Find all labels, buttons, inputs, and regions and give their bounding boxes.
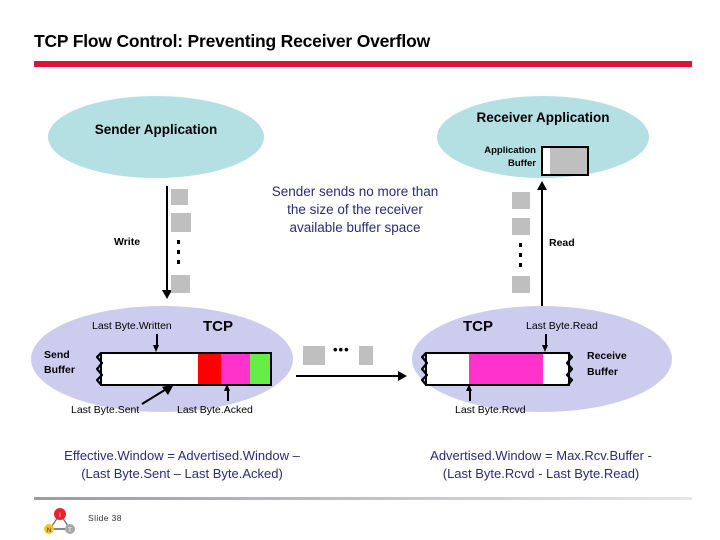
send-buffer-segment-unsent [197, 354, 222, 384]
send-buffer-segment-free [102, 354, 198, 384]
network-logo-icon: I N T [44, 508, 75, 534]
sender-tcp-label: TCP [203, 318, 233, 335]
last-byte-rcvd-pointer-head [466, 384, 472, 391]
network-packet-2 [359, 346, 373, 365]
app-buffer-segment-filled [550, 148, 587, 174]
svg-text:T: T [68, 528, 72, 534]
sender-packet-dot-3 [177, 260, 180, 264]
sender-application-label: Sender Application [94, 122, 218, 137]
receiver-packet-1 [512, 192, 530, 209]
last-byte-written-pointer-head [153, 345, 159, 352]
receive-buffer-zigzag-right-edge [566, 352, 573, 386]
send-buffer-label-line2: Buffer [44, 364, 75, 376]
receiver-application-label: Receiver Application [476, 110, 610, 125]
receiver-packet-3 [512, 276, 530, 293]
last-byte-rcvd-label: Last Byte.Rcvd [455, 404, 526, 416]
center-note-line-3: available buffer space [289, 220, 421, 236]
sender-packet-dot-2 [177, 250, 180, 254]
last-byte-acked-pointer-shaft [227, 389, 229, 401]
read-arrow-shaft [541, 188, 543, 306]
last-byte-read-pointer-head [542, 345, 548, 352]
slide-number: Slide 38 [88, 513, 122, 523]
write-arrow-head [162, 290, 172, 299]
send-buffer-zigzag-edge [96, 352, 103, 386]
receiver-tcp-label: TCP [463, 318, 493, 335]
receiver-packet-dot-1 [519, 243, 522, 247]
last-byte-acked-pointer-head [224, 384, 230, 391]
network-packet-1 [303, 346, 325, 365]
network-link-arrow-head [398, 371, 407, 381]
receive-buffer-segment-buffered [469, 354, 543, 384]
application-buffer-label-line2: Buffer [508, 158, 536, 169]
center-note: Sender sends no more than the size of th… [215, 183, 495, 238]
receive-buffer-label-line2: Buffer [587, 366, 618, 378]
svg-text:I: I [59, 513, 61, 519]
last-byte-sent-label: Last Byte.Sent [71, 404, 140, 416]
sender-packet-2 [171, 213, 191, 232]
center-note-line-2: the size of the receiver [287, 202, 423, 218]
center-note-line-1: Sender sends no more than [271, 184, 439, 199]
footer-divider [34, 497, 692, 500]
read-arrow-head [537, 181, 547, 190]
network-ellipsis: ••• [333, 342, 350, 357]
svg-text:N: N [47, 528, 51, 534]
sender-application-ellipse [48, 96, 264, 178]
receive-buffer-label-line1: Receive [587, 350, 627, 362]
send-buffer [100, 352, 272, 386]
sender-packet-1 [171, 189, 188, 205]
write-label: Write [114, 236, 141, 248]
receiver-packet-2 [512, 218, 530, 235]
receive-buffer-zigzag-left-edge [421, 352, 428, 386]
last-byte-acked-label: Last Byte.Acked [177, 404, 253, 416]
advertised-window-formula: Advertised.Window = Max.Rcv.Buffer - (La… [368, 447, 714, 482]
application-buffer-label-line1: Application [484, 145, 536, 156]
application-buffer-box [541, 146, 589, 176]
send-buffer-segment-acked [249, 354, 270, 384]
read-label: Read [549, 237, 575, 249]
last-byte-rcvd-pointer-shaft [469, 389, 471, 401]
send-buffer-label-line1: Send [44, 349, 70, 361]
receiver-packet-dot-3 [519, 263, 522, 267]
effective-window-formula-line-2: (Last Byte.Sent – Last Byte.Acked) [81, 465, 283, 481]
receive-buffer [425, 352, 570, 386]
last-byte-read-label: Last Byte.Read [526, 320, 598, 332]
write-arrow-shaft [166, 186, 168, 294]
last-byte-read-pointer-shaft [545, 334, 547, 348]
advertised-window-formula-line-1: Advertised.Window = Max.Rcv.Buffer - [430, 448, 652, 463]
last-byte-sent-pointer [141, 384, 174, 405]
last-byte-written-label: Last Byte.Written [92, 320, 172, 332]
sender-packet-3 [171, 275, 190, 293]
network-link-shaft [296, 375, 400, 377]
effective-window-formula-line-1: Effective.Window = Advertised.Window – [64, 448, 300, 463]
receive-buffer-segment-free-right [542, 354, 568, 384]
title-underline-rule [34, 61, 692, 67]
receive-buffer-segment-free-left [427, 354, 470, 384]
sender-packet-dot-1 [177, 240, 180, 244]
app-buffer-segment-empty [543, 148, 551, 174]
receiver-packet-dot-2 [519, 253, 522, 257]
last-byte-written-pointer-shaft [156, 334, 158, 348]
page-title: TCP Flow Control: Preventing Receiver Ov… [34, 31, 430, 51]
advertised-window-formula-line-2: (Last Byte.Rcvd - Last Byte.Read) [442, 465, 640, 481]
send-buffer-segment-sent-unacked [221, 354, 250, 384]
effective-window-formula: Effective.Window = Advertised.Window – (… [12, 447, 352, 482]
